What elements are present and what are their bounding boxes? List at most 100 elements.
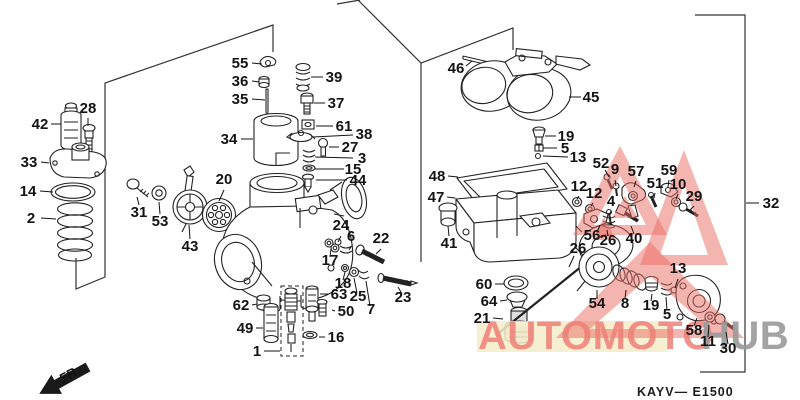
leader-line-51-56 xyxy=(653,192,656,199)
part-label-18-31: 18 xyxy=(335,275,352,292)
part-label-32-68: 32 xyxy=(763,195,780,212)
part-25-washer xyxy=(348,266,360,278)
part-17-washers xyxy=(324,238,340,253)
boundary-stub-line xyxy=(336,0,361,5)
part-label-6-29: 6 xyxy=(347,228,355,245)
diagram-code: KAYV— E1500 xyxy=(637,385,734,399)
part-label-34-3: 34 xyxy=(221,131,238,148)
part-53-washer xyxy=(151,185,167,201)
part-label-13-39: 13 xyxy=(570,149,587,166)
part-label-29-59: 29 xyxy=(686,188,703,205)
leader-line-24-28 xyxy=(337,235,342,243)
part-16-washer-jet xyxy=(302,330,318,340)
part-20-diaphragm-disc xyxy=(201,197,237,233)
leader-line-18-31 xyxy=(342,271,346,281)
part-label-42-13: 42 xyxy=(32,116,49,133)
leader-line-36-1 xyxy=(251,80,260,83)
part-label-10-58: 10 xyxy=(670,176,687,193)
leader-line-11-66 xyxy=(707,324,710,338)
intake-bell xyxy=(213,233,263,291)
throttle-slide-parts-group xyxy=(253,55,329,194)
part-label-17-27: 17 xyxy=(322,252,339,269)
part-carburetor-body xyxy=(213,172,368,313)
watermark-triangle-lower xyxy=(556,242,744,338)
part-label-49-22: 49 xyxy=(237,320,254,337)
part-label-2-16: 2 xyxy=(27,210,35,227)
part-38-diaphragm-plate xyxy=(285,129,316,143)
part-27-screw xyxy=(317,137,329,157)
leader-line-14-15 xyxy=(39,190,54,193)
part-label-64-44: 64 xyxy=(481,293,498,310)
part-6-spring xyxy=(339,245,353,254)
part-47-float-bowl xyxy=(455,189,634,277)
leader-line-58-65 xyxy=(693,317,698,327)
part-18-washer xyxy=(340,263,350,273)
part-label-54-61: 54 xyxy=(589,295,606,312)
part-label-53-18: 53 xyxy=(152,213,169,230)
leader-line-21-45 xyxy=(492,317,504,320)
part-label-44-11: 44 xyxy=(350,172,367,189)
part-label-50-25: 50 xyxy=(338,303,355,320)
part-61-nut xyxy=(301,119,315,130)
right-section-boundary-top xyxy=(357,0,514,64)
leader-line-12-49 xyxy=(590,202,594,207)
float-chamber-group xyxy=(438,48,634,344)
leader-line-7-33 xyxy=(365,280,371,307)
part-label-5-64: 5 xyxy=(663,306,671,323)
part-14-o-ring xyxy=(50,182,96,202)
part-label-51-56: 51 xyxy=(647,175,664,192)
leader-line-53-18 xyxy=(158,201,161,215)
part-45-floats xyxy=(460,48,592,121)
watermark-text-secondary: HUB xyxy=(701,314,789,358)
part-label-60-43: 60 xyxy=(476,276,493,293)
leader-line-59-57 xyxy=(667,179,670,188)
leader-line-6-29 xyxy=(348,246,352,251)
watermark-triangle-small-b xyxy=(592,217,616,240)
part-label-61-6: 61 xyxy=(336,118,353,135)
part-label-31-17: 31 xyxy=(131,204,148,221)
part-label-12-48: 12 xyxy=(571,178,588,195)
part-22-screw xyxy=(355,244,386,265)
leader-line-43-19 xyxy=(188,224,191,240)
part-label-46-35: 46 xyxy=(448,60,465,77)
leader-line-30-67 xyxy=(725,331,729,345)
part-33-top-cover xyxy=(49,142,107,179)
part-label-45-36: 45 xyxy=(583,89,600,106)
part-label-27-8: 27 xyxy=(342,139,359,156)
part-37-screw xyxy=(300,92,314,115)
leader-line-9-47 xyxy=(614,179,617,187)
part-label-1-23: 1 xyxy=(253,343,261,360)
part-label-12-49: 12 xyxy=(586,185,603,202)
leader-line-33-14 xyxy=(40,161,50,164)
part-label-38-7: 38 xyxy=(356,126,373,143)
part-13-ring xyxy=(534,152,542,160)
part-2-spring xyxy=(56,202,94,262)
part-label-43-19: 43 xyxy=(182,238,199,255)
leader-line-55-0 xyxy=(251,62,263,65)
leader-line-13-60 xyxy=(674,278,679,289)
leader-line-50-25 xyxy=(331,309,336,312)
part-15-clip xyxy=(302,164,316,172)
part-label-8-62: 8 xyxy=(621,295,629,312)
leader-line-5-64 xyxy=(665,296,668,311)
part-label-22-30: 22 xyxy=(373,230,390,247)
part-label-25-32: 25 xyxy=(350,288,367,305)
section-boundary-lines xyxy=(75,0,746,373)
part-label-37-5: 37 xyxy=(328,95,345,112)
leader-line-41-42 xyxy=(447,225,450,237)
leader-line-19-63 xyxy=(650,293,653,302)
part-label-47-41: 47 xyxy=(428,189,445,206)
leader-line-8-62 xyxy=(624,289,627,300)
part-7-spring xyxy=(357,269,370,280)
part-label-48-40: 48 xyxy=(429,168,446,185)
part-43-pump-lever xyxy=(172,165,208,233)
part-label-33-14: 33 xyxy=(21,154,38,171)
leader-line-12-48 xyxy=(576,195,580,200)
part-label-62-21: 62 xyxy=(233,297,250,314)
leader-line-3-9 xyxy=(314,156,354,159)
part-label-55-0: 55 xyxy=(232,55,249,72)
left-parts-group xyxy=(49,102,237,262)
leader-line-52-46 xyxy=(604,169,610,178)
